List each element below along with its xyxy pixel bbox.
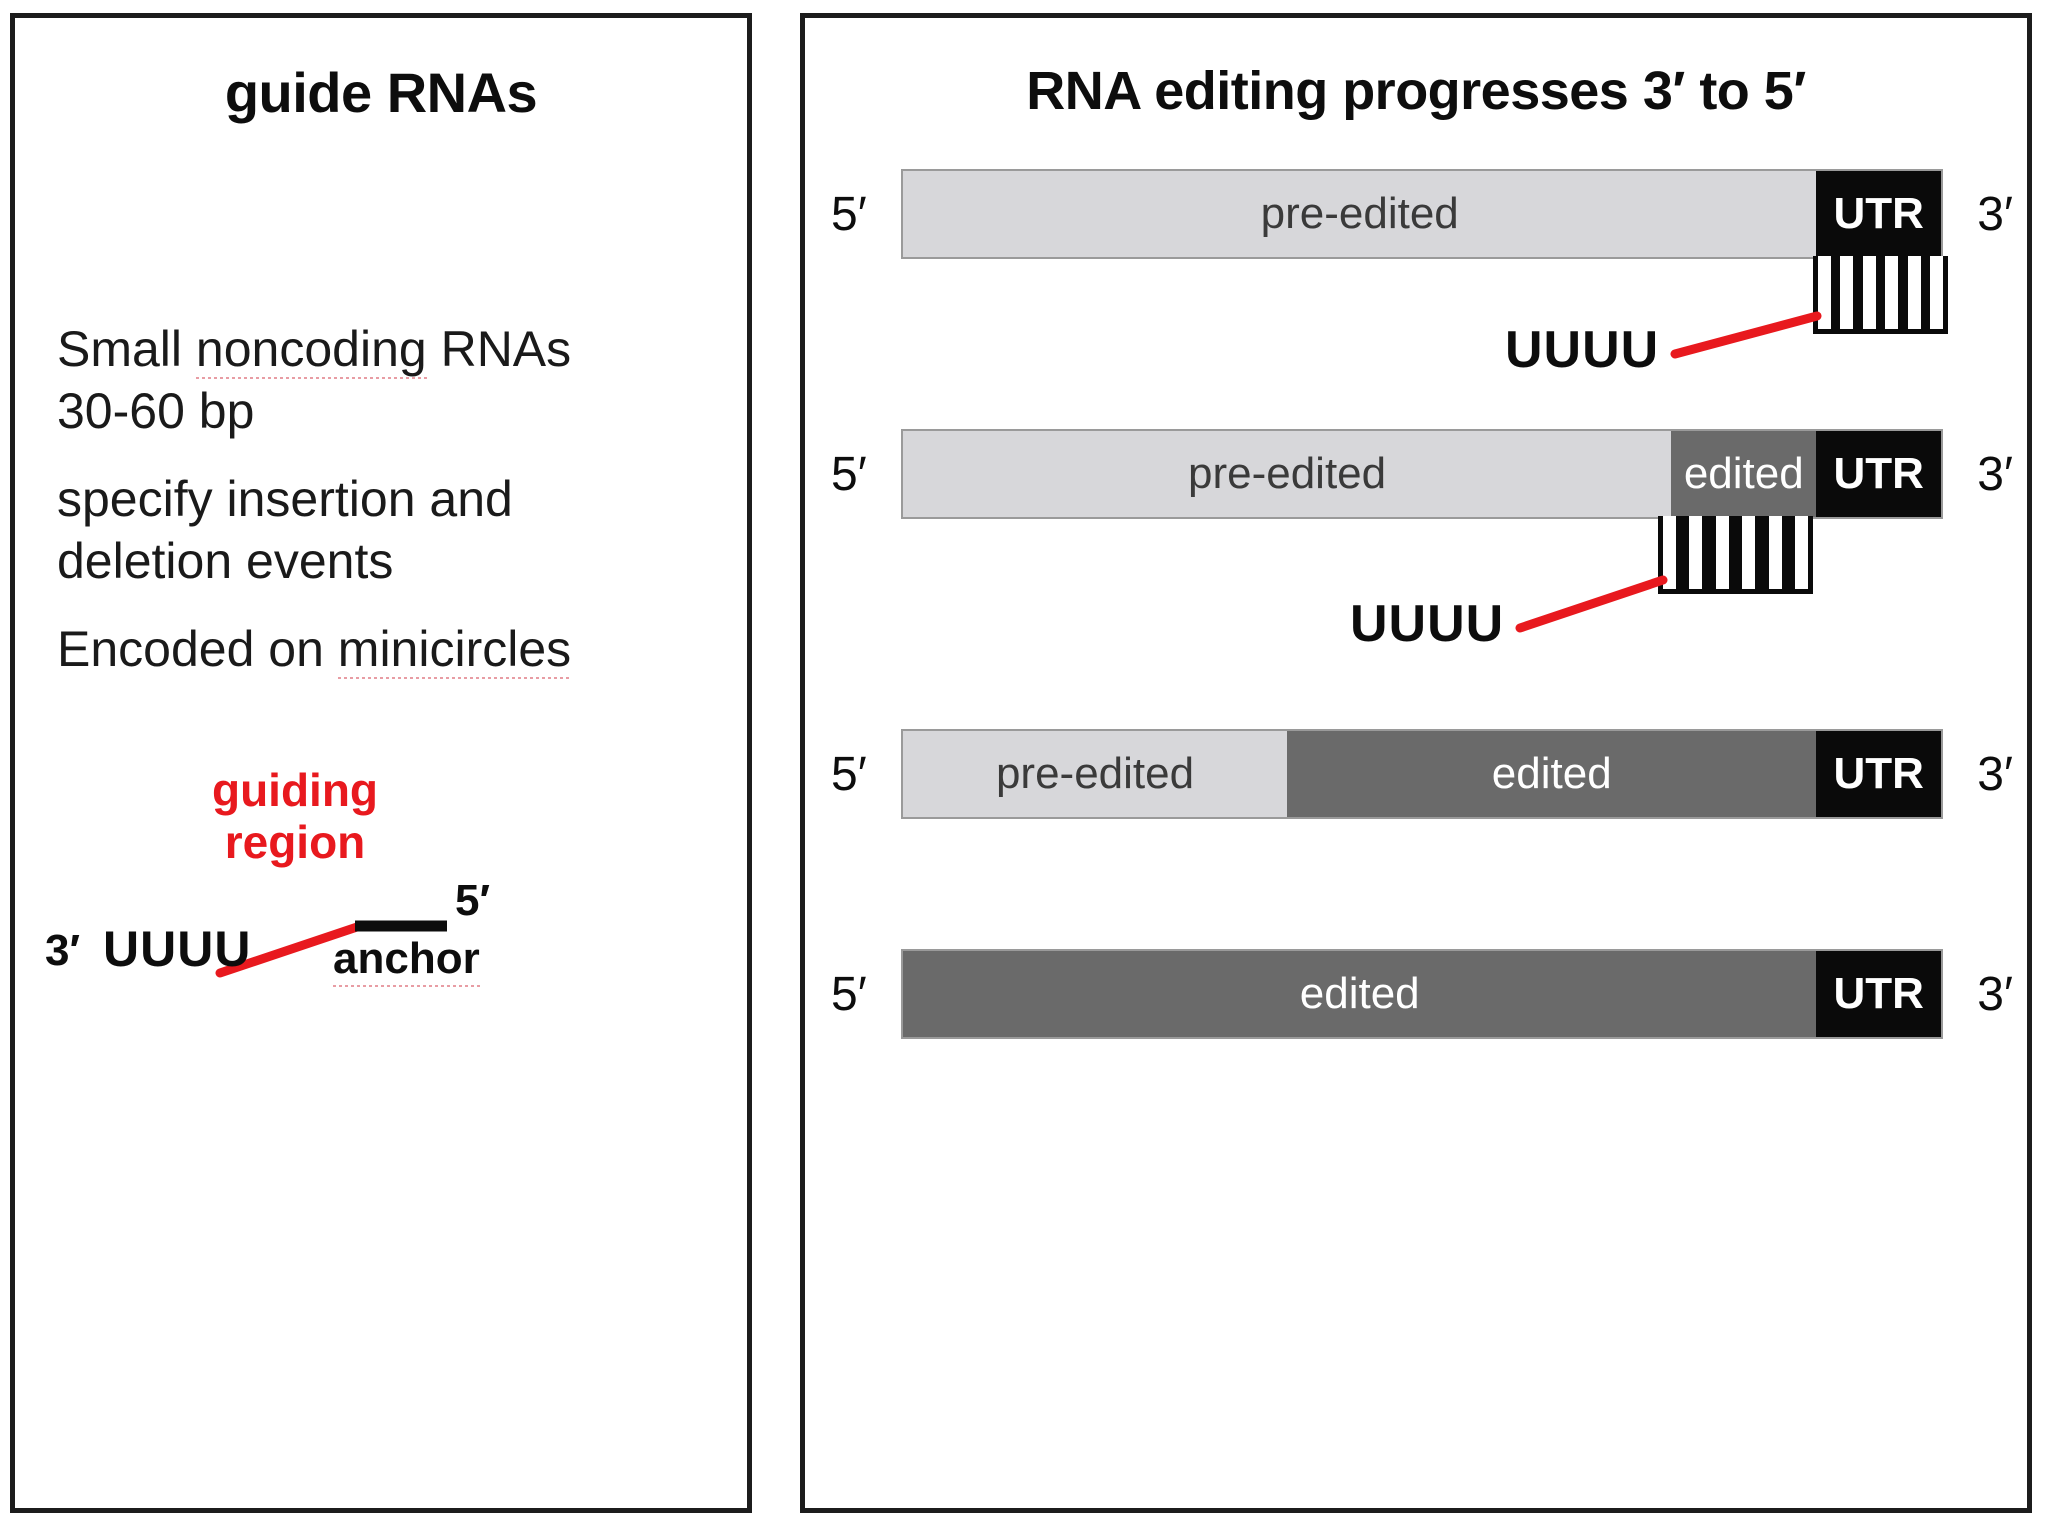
mrna-row: 5′ pre-edited edited UTR 3′ [825,428,2017,520]
segment-edited: edited [1287,731,1817,817]
editing-stage-4: 5′ edited UTR 3′ [805,948,2027,1088]
editing-stage-1: 5′ pre-edited UTR 3′ UUUU [805,168,2027,408]
segment-utr: UTR [1816,951,1941,1037]
segment-edited: edited [1671,431,1817,517]
mrna-row: 5′ pre-edited edited UTR 3′ [825,728,2017,820]
stage-3-5prime-label: 5′ [831,747,867,801]
stage-4-5prime-label: 5′ [831,967,867,1021]
grna-guiding-line-graphic [1670,311,1822,359]
bullet-specify-insertion-deletion: specify insertion and deletion events [57,471,513,589]
rna-editing-panel: RNA editing progresses 3′ to 5′ 5′ pre-e… [800,13,2032,1513]
grna-uuuu-tail: UUUU [1350,595,1505,653]
guiding-region-label: guiding region [211,764,379,868]
bullet-3-text-b: minicircles [337,621,572,679]
grna-uuuu-tail: UUUU [1505,321,1660,379]
segment-utr: UTR [1816,171,1941,257]
guiding-region-line [1515,575,1668,633]
guiding-region-line [1670,311,1822,359]
grna-5prime-label: 5′ [455,876,491,925]
page-title-guide-rnas: guide RNAs [224,61,538,124]
mrna-row: 5′ pre-edited UTR 3′ [825,168,2017,260]
mrna-bar: edited UTR [901,949,1943,1039]
duplex-ladder [1813,256,1948,334]
anchor-label: anchor [333,934,480,987]
stage-2-3prime-label: 3′ [1977,447,2013,501]
bullet-1-text-b: noncoding [195,321,427,379]
page-title-rna-editing: RNA editing progresses 3′ to 5′ [1026,61,1806,121]
mrna-row: 5′ edited UTR 3′ [825,948,2017,1040]
stage-2-5prime-label: 5′ [831,447,867,501]
mrna-bar: pre-edited UTR [901,169,1943,259]
editing-stage-3: 5′ pre-edited edited UTR 3′ [805,728,2027,868]
stage-1-3prime-label: 3′ [1977,187,2013,241]
segment-edited: edited [903,951,1817,1037]
stage-3-3prime-label: 3′ [1977,747,2013,801]
bullet-1-text-a: Small [57,321,196,377]
mrna-bar: pre-edited edited UTR [901,429,1943,519]
bullet-3-text-a: Encoded on [57,621,338,677]
guiding-region-line [215,921,365,978]
segment-utr: UTR [1816,431,1941,517]
editing-stage-2: 5′ pre-edited edited UTR 3′ UUUU [805,428,2027,678]
stage-4-3prime-label: 3′ [1977,967,2013,1021]
bullet-encoded-on-minicircles: Encoded on minicircles [57,618,572,680]
segment-pre-edited: pre-edited [903,431,1672,517]
segment-pre-edited: pre-edited [903,731,1288,817]
bullet-1-text-c: RNAs 30-60 bp [57,321,572,439]
duplex-ladder [1658,516,1813,594]
segment-utr: UTR [1816,731,1941,817]
anchor-label-text: anchor [333,934,480,987]
stage-1-5prime-label: 5′ [831,187,867,241]
grna-schematic: guiding region 3′ UUUU 5′ anchor [15,758,747,1018]
guide-rnas-panel: guide RNAs Small noncoding RNAs 30-60 bp… [10,13,752,1513]
mrna-bar: pre-edited edited UTR [901,729,1943,819]
segment-pre-edited: pre-edited [903,171,1817,257]
grna-strand-graphic [215,920,447,978]
grna-guiding-line-graphic [1515,575,1668,633]
bullet-small-noncoding-rnas: Small noncoding RNAs 30-60 bp [57,318,571,442]
grna-3prime-label: 3′ [45,926,81,975]
grna-uuuu-tail: UUUU [103,921,252,977]
